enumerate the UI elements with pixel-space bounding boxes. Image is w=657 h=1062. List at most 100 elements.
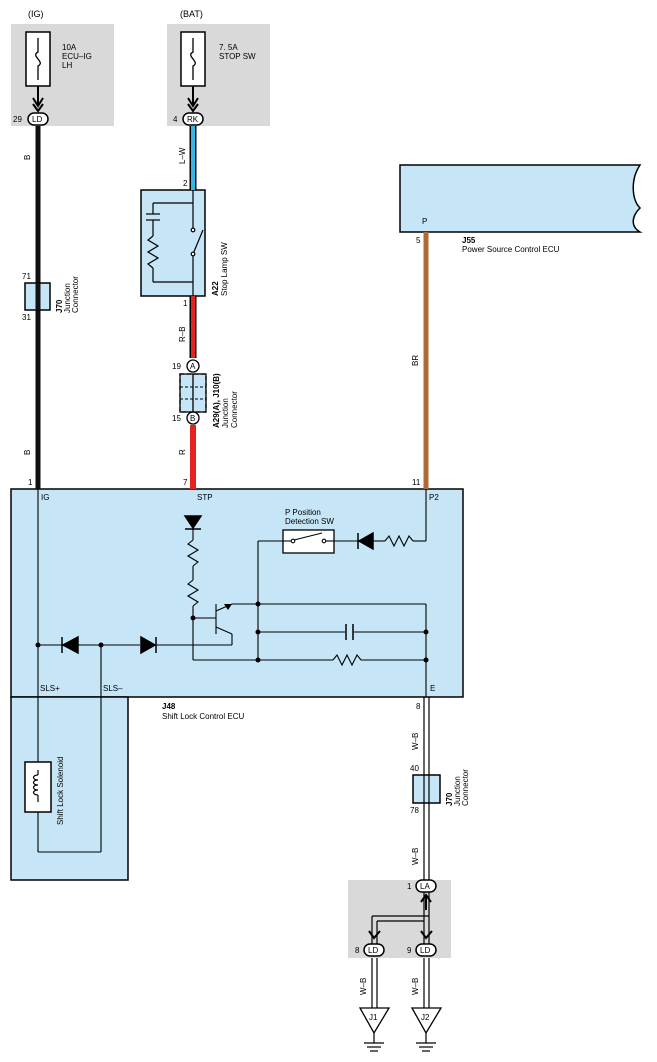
j48-sls-plus: SLS+ — [40, 684, 60, 693]
j48-p2-pin: 11 — [412, 478, 421, 487]
ld2-pin-number: 9 — [407, 946, 412, 955]
bat-source-label: (BAT) — [180, 9, 203, 19]
j70-upper-name2: Connector — [71, 276, 80, 313]
capacitor-icon — [345, 624, 354, 640]
bat-pin-number: 4 — [173, 115, 178, 124]
j48-sls-minus: SLS– — [103, 684, 123, 693]
ld1-pin-number: 8 — [355, 946, 360, 955]
j70-lower-body — [412, 774, 441, 804]
stop-sw-pin-top: 2 — [183, 179, 188, 188]
transistor-arrow-icon — [224, 604, 232, 610]
ground-arrow-j1-icon — [368, 930, 381, 940]
stop-lamp-switch-body — [140, 189, 206, 297]
junction-dots — [35, 601, 429, 663]
stop-sw-pin-bottom: 1 — [183, 299, 188, 308]
bat-arrow-icon — [187, 86, 199, 113]
j70-lower-pin-bottom: 78 — [410, 806, 419, 815]
stop-sw-name: Stop Lamp SW — [220, 242, 229, 296]
j70-upper-pin-top: 71 — [22, 272, 31, 281]
bat-fuse-rating: 7. 5A — [219, 43, 238, 52]
ig-source-label: (IG) — [28, 9, 44, 19]
j55-terminal: P — [422, 217, 427, 226]
wire-wb-upper — [423, 697, 430, 775]
junction-a29-body — [179, 373, 207, 413]
ig-pin-number: 29 — [13, 115, 22, 124]
wire-label-rb: R–B — [178, 326, 187, 342]
bat-fuse-name: STOP SW — [219, 52, 256, 61]
j48-id: J48 — [162, 702, 176, 711]
la-pin-number: 1 — [407, 882, 412, 891]
ig-fuse-name: ECU–IG — [62, 52, 92, 61]
diode-stp-icon — [183, 515, 203, 530]
j70-lower-id: J70 — [445, 792, 454, 806]
j70-lower-wire — [423, 775, 430, 803]
j70-lower-name2: Connector — [461, 769, 470, 806]
shift-lock-solenoid-body — [24, 761, 52, 813]
wire-label-lw: L–W — [178, 147, 187, 164]
connector-ig-ld: LD — [27, 112, 49, 126]
p-switch-label-1: P Position — [285, 508, 321, 517]
j70-upper-id: J70 — [55, 299, 64, 313]
ig-fuse-name-2: LH — [62, 61, 72, 70]
j55-pin: 5 — [416, 236, 421, 245]
connector-ld-2-label: LD — [420, 946, 430, 955]
diode-sls-1-icon — [61, 635, 79, 655]
ground-arrow-up-icon — [420, 893, 432, 910]
j48-e-pin: 8 — [416, 702, 421, 711]
junction-a29-name1: Junction — [221, 398, 230, 428]
j55-id: J55 — [462, 236, 476, 245]
connector-ld-1-label: LD — [368, 946, 378, 955]
stop-lamp-switch-icon — [146, 190, 204, 296]
junction-pin-a: 19 — [172, 362, 181, 371]
j48-ig-terminal: IG — [41, 493, 49, 502]
wire-wb-j2 — [423, 958, 430, 1008]
j48-ecu-body — [10, 488, 464, 698]
p-position-switch-icon — [283, 532, 334, 544]
j55-name: Power Source Control ECU — [462, 245, 560, 254]
bat-fuse-icon — [180, 31, 206, 87]
connector-a-letter: A — [190, 362, 196, 371]
ground-arrow-j2-icon — [420, 930, 433, 940]
connector-la-label: LA — [420, 882, 430, 891]
wire-wb-j1 — [371, 958, 378, 1008]
ground-j1-icon — [358, 1007, 391, 1052]
connector-la: LA — [415, 879, 437, 893]
connector-ld-1: LD — [363, 943, 385, 957]
ground-j2-icon — [410, 1007, 443, 1052]
ground-j1-label: J1 — [369, 1013, 378, 1022]
junction-pin-b: 15 — [172, 414, 181, 423]
ig-fuse-rating: 10A — [62, 43, 77, 52]
connector-b-marker: B — [186, 411, 200, 425]
j48-name: Shift Lock Control ECU — [162, 712, 244, 721]
connector-a-marker: A — [186, 359, 200, 373]
connector-ig-ld-label: LD — [32, 115, 42, 124]
diode-sls-2-icon — [140, 635, 157, 655]
ig-arrow-icon — [32, 86, 44, 113]
connector-bat-rk-label: RK — [187, 115, 199, 124]
junction-a29-id: A29(A), J10(B) — [212, 373, 221, 428]
wire-label-wb-2: W–B — [411, 848, 420, 865]
j70-lower-pin-top: 40 — [410, 764, 419, 773]
ground-j2-label: J2 — [421, 1013, 430, 1022]
j48-stp-pin: 7 — [183, 478, 188, 487]
j48-stp-terminal: STP — [197, 493, 213, 502]
solenoid-coil-icon — [32, 770, 39, 802]
diode-p2-icon — [357, 531, 374, 551]
j70-lower-name1: Junction — [453, 776, 462, 806]
j70-upper-pin-bottom: 31 — [22, 313, 31, 322]
j55-ecu-body — [399, 164, 643, 233]
wire-label-b-bottom: B — [23, 450, 32, 455]
wire-label-wb-3: W–B — [359, 978, 368, 995]
p-switch-label-2: Detection SW — [285, 517, 334, 526]
wire-label-br: BR — [411, 355, 420, 366]
ig-fuse-icon — [25, 31, 51, 87]
wire-label-b-top: B — [23, 155, 32, 160]
connector-ld-2: LD — [415, 943, 437, 957]
wire-wb-middle — [423, 803, 430, 880]
connector-b-letter: B — [190, 414, 195, 423]
j48-e-terminal: E — [430, 684, 435, 693]
j70-upper-name1: Junction — [63, 283, 72, 313]
wire-label-wb-4: W–B — [411, 978, 420, 995]
wire-label-wb-1: W–B — [411, 733, 420, 750]
